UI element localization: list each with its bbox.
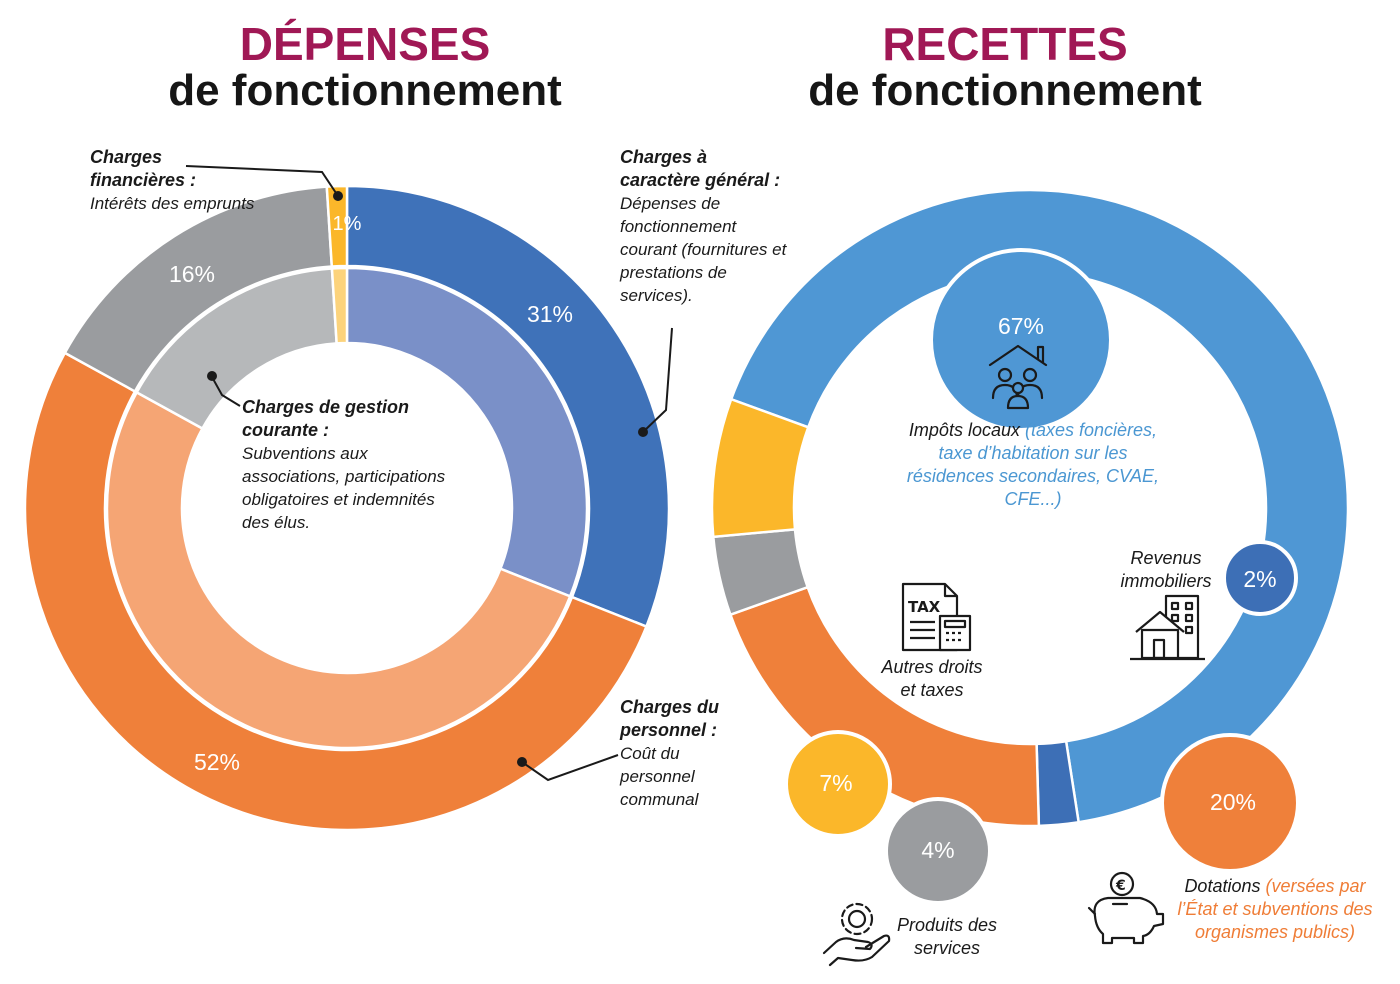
bubble-dotations [1160,733,1300,873]
leader-personnel [521,754,619,782]
charges-personnel-desc: Coût du personnel communal [620,744,699,809]
charges-generales-desc: Dépenses de fonctionnement courant (four… [620,194,787,305]
depenses-inner-financieres [330,266,349,345]
produits-line2: services [913,938,980,958]
svg-text:TAX: TAX [908,598,941,616]
percentage-labels: 31% 52% 16% 1% 67% 2% 20% 4% 7% [169,213,1277,863]
dotations-title: Dotations [1184,876,1261,896]
bubble-impots [929,248,1113,432]
label-depenses-general: 31% [527,301,573,327]
produits-line1: Produits des [896,915,998,935]
annotation-charges-personnel: Charges du personnel : Coût du personnel… [620,696,750,811]
label-recettes-revenus: 2% [1243,566,1276,592]
recettes-segment-autres [710,397,810,539]
impots-locaux-title: Impôts locaux [908,420,1020,440]
recettes-title-line2: de fonctionnement [808,66,1202,116]
annotation-charges-generales: Charges à caractère général : Dépenses d… [620,146,792,307]
annotation-dotations: Dotations (versées par l’État et subvent… [1164,875,1386,944]
annotation-autres-droits: Autres droits et taxes [862,656,1002,702]
leader-gestion [211,376,241,407]
recettes-title-line1: RECETTES [882,18,1128,70]
autres-line2: et taxes [900,680,964,700]
charges-personnel-title: Charges du personnel : [620,697,720,740]
piggy-bank-euro-icon: € [1087,871,1165,945]
bubble-revenus [1222,540,1298,616]
impots-locaux-desc: (taxes foncières, taxe d’habitation sur … [906,420,1160,509]
annotation-charges-gestion: Charges de gestion courante : Subvention… [242,396,462,534]
leader-gestion-dot [207,371,217,381]
annotation-produits-services: Produits des services [884,914,1010,960]
depenses-inner-personnel [105,390,572,750]
charges-financieres-title: Charges financières : [90,147,197,190]
label-recettes-produits: 4% [921,837,954,863]
label-depenses-gestion: 16% [169,261,215,287]
annotation-revenus-immobiliers: Revenus immobiliers [1106,547,1226,593]
leader-lines [185,165,673,782]
depenses-outer-personnel [23,351,649,832]
depenses-title-line1: DÉPENSES [239,18,491,70]
charges-gestion-desc: Subventions aux associations, participat… [242,444,446,532]
revenus-line2: immobiliers [1120,571,1212,591]
svg-text:€: € [1115,878,1126,894]
charges-generales-title: Charges à caractère général : [620,147,781,190]
autres-line1: Autres droits [881,657,983,677]
leader-personnel-dot [517,757,527,767]
leader-general-dot [638,427,648,437]
depenses-outer-financieres [325,184,349,268]
label-depenses-financieres: 1% [333,213,362,235]
family-house-icon [988,344,1048,410]
depenses-donut [23,184,671,832]
buildings-house-icon [1130,594,1205,661]
label-recettes-autres: 7% [819,770,852,796]
hand-gear-icon [822,902,891,967]
label-recettes-impots: 67% [998,313,1044,339]
recettes-bubbles [784,248,1300,905]
bubble-produits [884,797,992,905]
charges-financieres-desc: Intérêts des emprunts [90,194,255,213]
label-depenses-personnel: 52% [194,749,240,775]
leader-general [642,327,673,433]
tax-document-icon: TAX [901,582,972,652]
leader-financieres-dot [333,191,343,201]
revenus-line1: Revenus [1130,548,1202,568]
depenses-inner-general [345,266,589,598]
depenses-title-line2: de fonctionnement [168,66,562,116]
annotation-impots-locaux: Impôts locaux (taxes foncières, taxe d’h… [900,419,1166,511]
charges-gestion-title: Charges de gestion courante : [242,397,410,440]
bubble-autres [784,730,892,838]
depenses-outer-general [345,184,671,629]
dotations-desc: (versées par l’État et subventions des o… [1177,876,1373,942]
annotation-charges-financieres: Charges financières : Intérêts des empru… [90,146,260,215]
label-recettes-dotations: 20% [1210,789,1256,815]
leader-financieres [185,165,339,197]
recettes-title: RECETTES de fonctionnement [760,20,1250,114]
depenses-title: DÉPENSES de fonctionnement [120,20,610,114]
